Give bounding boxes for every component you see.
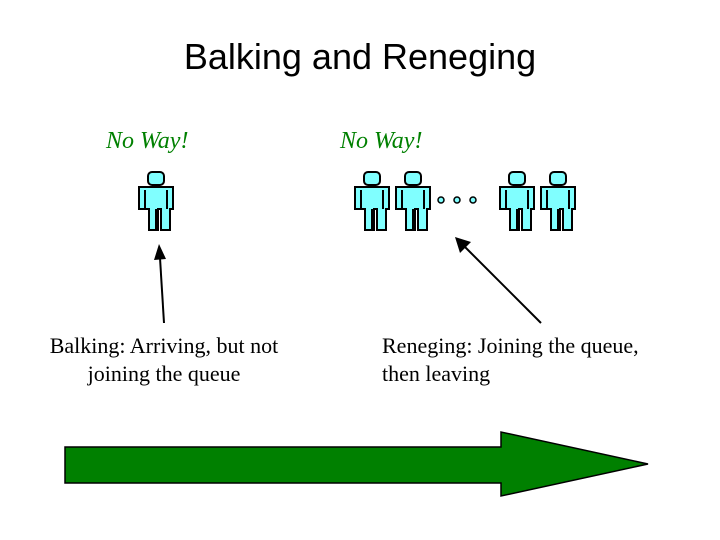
balking-exclamation: No Way! bbox=[106, 128, 189, 154]
balking-caption: Balking: Arriving, but not joining the q… bbox=[38, 332, 290, 388]
balking-caption-line2: joining the queue bbox=[87, 361, 241, 386]
queue-person-icon bbox=[354, 171, 390, 231]
balking-person-icon bbox=[138, 171, 174, 231]
big-right-arrow-icon bbox=[64, 431, 649, 497]
reneging-caption: Reneging: Joining the queue, then leavin… bbox=[382, 332, 682, 388]
page-title: Balking and Reneging bbox=[183, 36, 537, 77]
ellipsis-icon bbox=[437, 196, 477, 204]
queue-person-icon bbox=[499, 171, 535, 231]
reneging-pointer-arrow bbox=[455, 237, 542, 324]
reneging-caption-line2: then leaving bbox=[382, 361, 491, 386]
reneging-caption-line1: Reneging: Joining the queue, bbox=[382, 333, 639, 358]
balking-caption-line1: Balking: Arriving, but not bbox=[49, 333, 279, 358]
queue-person-icon bbox=[540, 171, 576, 231]
queue-person-icon bbox=[395, 171, 431, 231]
reneging-exclamation: No Way! bbox=[340, 128, 423, 154]
balking-pointer-arrow bbox=[154, 244, 166, 324]
